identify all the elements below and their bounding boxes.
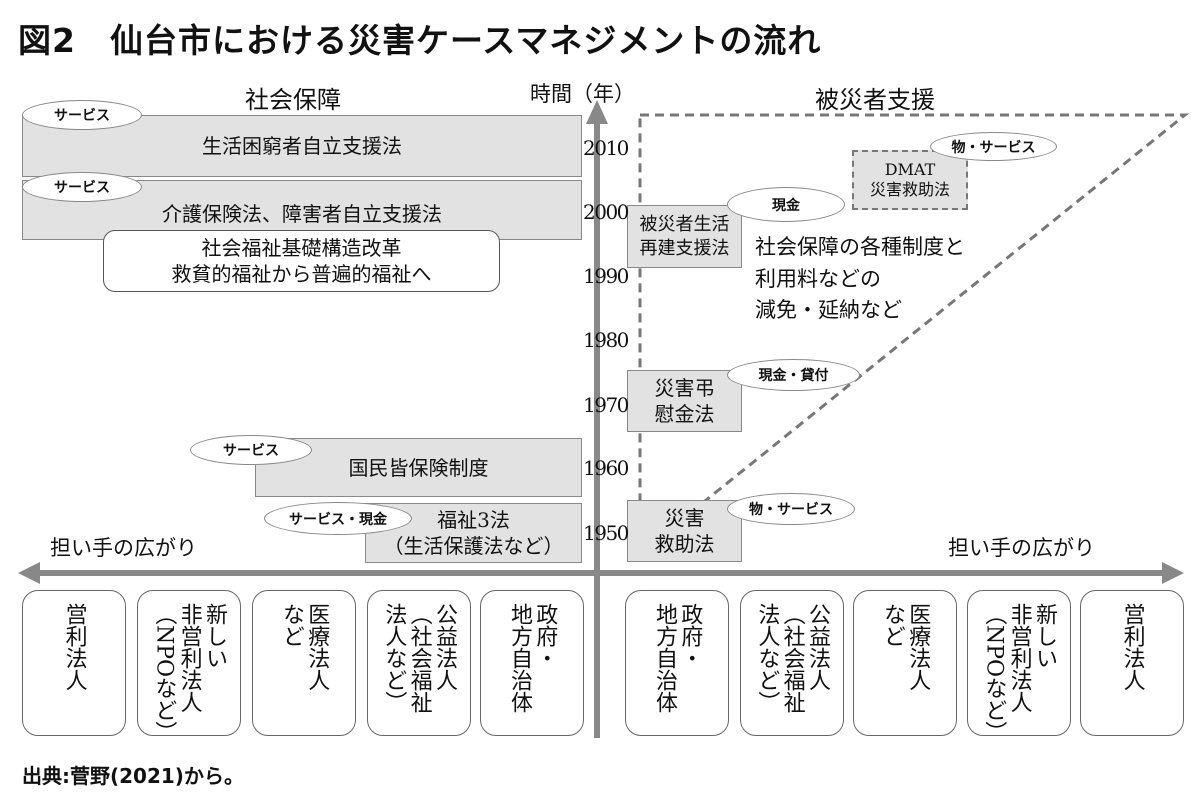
spread-arrow-right: [1162, 562, 1184, 584]
benefit-tag: 現金・貸付: [727, 359, 860, 391]
actor-label-line: （社会福祉: [406, 603, 432, 713]
law-box: 災害弔 慰金法: [627, 370, 742, 432]
benefit-tag: 物・サービス: [930, 132, 1057, 161]
law-line: 災害弔: [654, 376, 715, 400]
actor-box: 政府・地方自治体: [480, 590, 584, 736]
actor-box: 営利法人: [22, 590, 126, 736]
dmat-box: DMAT 災害救助法: [852, 150, 968, 210]
law-line: （生活保護法など）: [383, 534, 564, 558]
actor-label-line: 医療法人: [304, 603, 330, 691]
year-label: 1970: [583, 393, 629, 417]
note-line: 利用料などの: [755, 266, 881, 291]
law-box: 災害 救助法: [627, 500, 742, 562]
actor-box: 医療法人など: [853, 590, 957, 736]
spread-label-left: 担い手の広がり: [50, 536, 197, 560]
year-label: 1990: [583, 264, 629, 288]
law-line: 災害救助法: [869, 180, 950, 199]
actor-label-line: など: [880, 603, 905, 647]
actor-label-line: 政府・: [677, 603, 703, 669]
law-line: 救助法: [654, 532, 715, 556]
actor-label-line: （社会福祉: [779, 603, 805, 713]
spread-label-right: 担い手の広がり: [948, 536, 1095, 560]
benefit-tag: サービス: [22, 172, 142, 202]
actor-label-line: 地方自治体: [652, 603, 677, 713]
year-label: 1980: [583, 328, 629, 352]
actor-label-line: 公益法人: [804, 603, 830, 691]
actor-label: 公益法人（社会福祉法人など）: [381, 603, 457, 713]
actor-label: 新しい非営利法人（NPOなど）: [151, 603, 227, 744]
actor-label: 公益法人（社会福祉法人など）: [754, 603, 830, 713]
year-label: 2000: [583, 200, 629, 224]
figure-title: 図2 仙台市における災害ケースマネジメントの流れ: [18, 21, 822, 60]
actor-label: 営利法人: [61, 603, 87, 691]
law-line: 被災者生活: [639, 214, 730, 236]
actor-label-line: 地方自治体: [507, 603, 532, 713]
spread-arrow-left: [18, 562, 40, 584]
actor-label: 医療法人など: [880, 603, 931, 691]
benefit-tag: 物・サービス: [727, 493, 855, 525]
actor-label-line: 非営利法人: [1006, 603, 1032, 713]
year-label: 1950: [583, 521, 629, 545]
actor-label-line: 法人など）: [754, 603, 780, 713]
actor-label: 営利法人: [1119, 603, 1145, 691]
law-line: 再建支援法: [639, 237, 730, 259]
benefit-tag: サービス: [22, 100, 142, 130]
year-label: 1960: [583, 456, 629, 480]
actor-box: 新しい非営利法人（NPOなど）: [137, 590, 241, 744]
note-line: 減免・延納など: [755, 298, 902, 322]
benefit-tag: サービス: [190, 435, 312, 465]
benefit-tag: 現金: [727, 187, 845, 222]
actor-label-line: 医療法人: [905, 603, 931, 691]
law-line: 福祉3法: [437, 508, 510, 532]
reform-line: 社会福祉基礎構造改革: [201, 236, 402, 260]
actor-box: 公益法人（社会福祉法人など）: [367, 590, 471, 736]
actor-label-line: 営利法人: [1119, 603, 1145, 691]
actor-label-line: （NPOなど）: [151, 603, 177, 744]
actor-label-line: 政府・: [532, 603, 558, 669]
actor-label-line: 営利法人: [61, 603, 87, 691]
law-box: 被災者生活 再建支援法: [627, 205, 742, 268]
actor-label-line: 新しい: [1031, 603, 1057, 669]
actor-box: 医療法人など: [252, 590, 356, 736]
actor-box: 公益法人（社会福祉法人など）: [740, 590, 844, 736]
actor-label-line: 非営利法人: [176, 603, 202, 713]
actor-label: 医療法人など: [279, 603, 330, 691]
header-disaster-support: 被災者支援: [815, 86, 935, 114]
reform-line: 救貧的福祉から普遍的福祉へ: [171, 262, 432, 286]
benefit-tag: サービス・現金: [264, 502, 412, 535]
actor-box: 営利法人: [1080, 590, 1184, 736]
actor-label-line: 公益法人: [431, 603, 457, 691]
actor-label: 新しい非営利法人（NPOなど）: [981, 603, 1057, 744]
law-line: 慰金法: [654, 402, 715, 426]
note-line: 社会保障の各種制度と: [755, 235, 965, 259]
reform-box: 社会福祉基礎構造改革 救貧的福祉から普遍的福祉へ: [103, 230, 500, 292]
actor-label-line: （NPOなど）: [981, 603, 1007, 744]
actor-label: 政府・地方自治体: [652, 603, 703, 713]
actor-label-line: など: [279, 603, 304, 647]
time-axis-arrowhead: [586, 100, 608, 124]
actor-label-line: 法人など）: [381, 603, 407, 713]
note-text: 社会保障の各種制度と 利用料などの 減免・延納など: [755, 232, 965, 327]
law-line: DMAT: [884, 160, 936, 179]
actor-box: 政府・地方自治体: [625, 590, 729, 736]
header-social-security: 社会保障: [245, 86, 341, 114]
actor-label: 政府・地方自治体: [507, 603, 558, 713]
actor-box: 新しい非営利法人（NPOなど）: [967, 590, 1071, 744]
source-note: 出典:菅野(2021)から。: [22, 764, 244, 788]
law-line: 災害: [664, 506, 705, 530]
year-label: 2010: [583, 136, 629, 160]
actor-label-line: 新しい: [201, 603, 227, 669]
header-time-axis: 時間（年）: [530, 82, 635, 106]
